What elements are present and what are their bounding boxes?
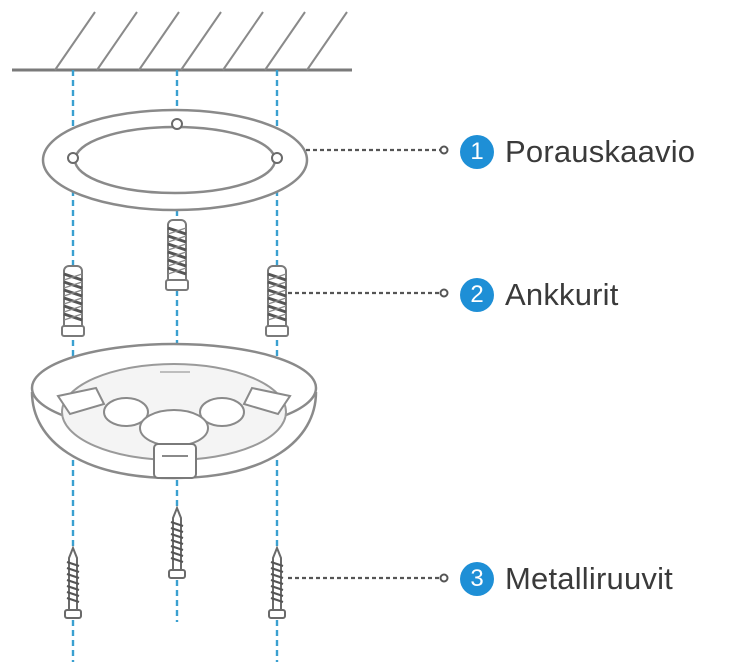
callout-label: Porauskaavio (505, 134, 696, 169)
ceiling-hatch-icon (12, 11, 352, 72)
wall-anchor-icon (60, 218, 290, 338)
drilling-template-icon (41, 108, 309, 212)
mounting-base-icon (30, 342, 318, 480)
callout-label: Metalliruuvit (505, 561, 673, 596)
callout-anchors: 2 Ankkurit (460, 275, 619, 315)
leader-lines (288, 148, 440, 580)
number-badge-icon: 3 (460, 562, 494, 596)
number-badge-icon: 2 (460, 278, 494, 312)
callout-drilling-template: 1 Porauskaavio (460, 132, 695, 172)
leader-end-dots (439, 145, 449, 583)
callout-metal-screws: 3 Metalliruuvit (460, 559, 673, 599)
metal-screw-icon (63, 506, 287, 620)
number-badge-icon: 1 (460, 135, 494, 169)
callout-label: Ankkurit (505, 277, 619, 312)
